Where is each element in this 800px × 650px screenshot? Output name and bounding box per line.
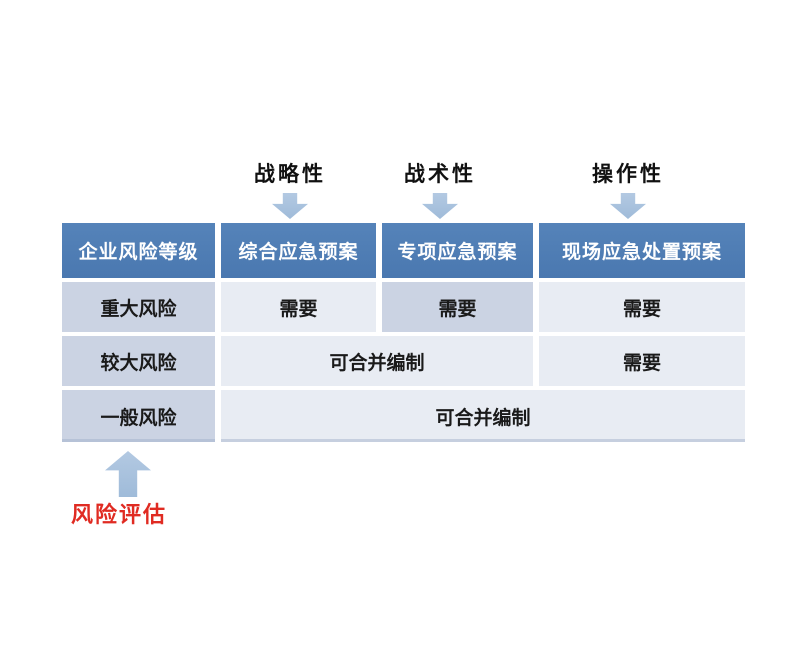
row-major-risk-level: 重大风险 bbox=[62, 282, 215, 332]
annotation-operational-label: 操作性 bbox=[592, 161, 664, 186]
down-arrow-icon bbox=[422, 193, 458, 219]
up-arrow-icon bbox=[105, 451, 151, 497]
row-larger-risk-level: 较大风险 bbox=[62, 336, 215, 386]
annotation-tactical: 战术性 bbox=[404, 158, 476, 219]
annotation-strategic-label: 战略性 bbox=[254, 161, 326, 186]
annotation-strategic: 战略性 bbox=[254, 158, 326, 219]
down-arrow-icon bbox=[272, 193, 308, 219]
header-onsite-plan: 现场应急处置预案 bbox=[539, 223, 745, 278]
row-general-merged-cell: 可合并编制 bbox=[221, 390, 745, 442]
annotation-tactical-label: 战术性 bbox=[404, 161, 476, 186]
down-arrow-icon bbox=[610, 193, 646, 219]
row-major-special-cell: 需要 bbox=[382, 282, 533, 332]
annotation-operational: 操作性 bbox=[592, 158, 664, 219]
row-larger-onsite-cell: 需要 bbox=[539, 336, 745, 386]
risk-assessment-label: 风险评估 bbox=[70, 502, 168, 528]
row-major-onsite-cell: 需要 bbox=[539, 282, 745, 332]
row-larger-merged-cell: 可合并编制 bbox=[221, 336, 533, 386]
header-special-plan: 专项应急预案 bbox=[382, 223, 533, 278]
header-risk-level: 企业风险等级 bbox=[62, 223, 215, 278]
risk-plan-table: 企业风险等级 综合应急预案 专项应急预案 现场应急处置预案 重大风险 需要 需要… bbox=[62, 223, 745, 442]
row-general-risk-level: 一般风险 bbox=[62, 390, 215, 442]
row-major-comprehensive-cell: 需要 bbox=[221, 282, 376, 332]
header-comprehensive-plan: 综合应急预案 bbox=[221, 223, 376, 278]
